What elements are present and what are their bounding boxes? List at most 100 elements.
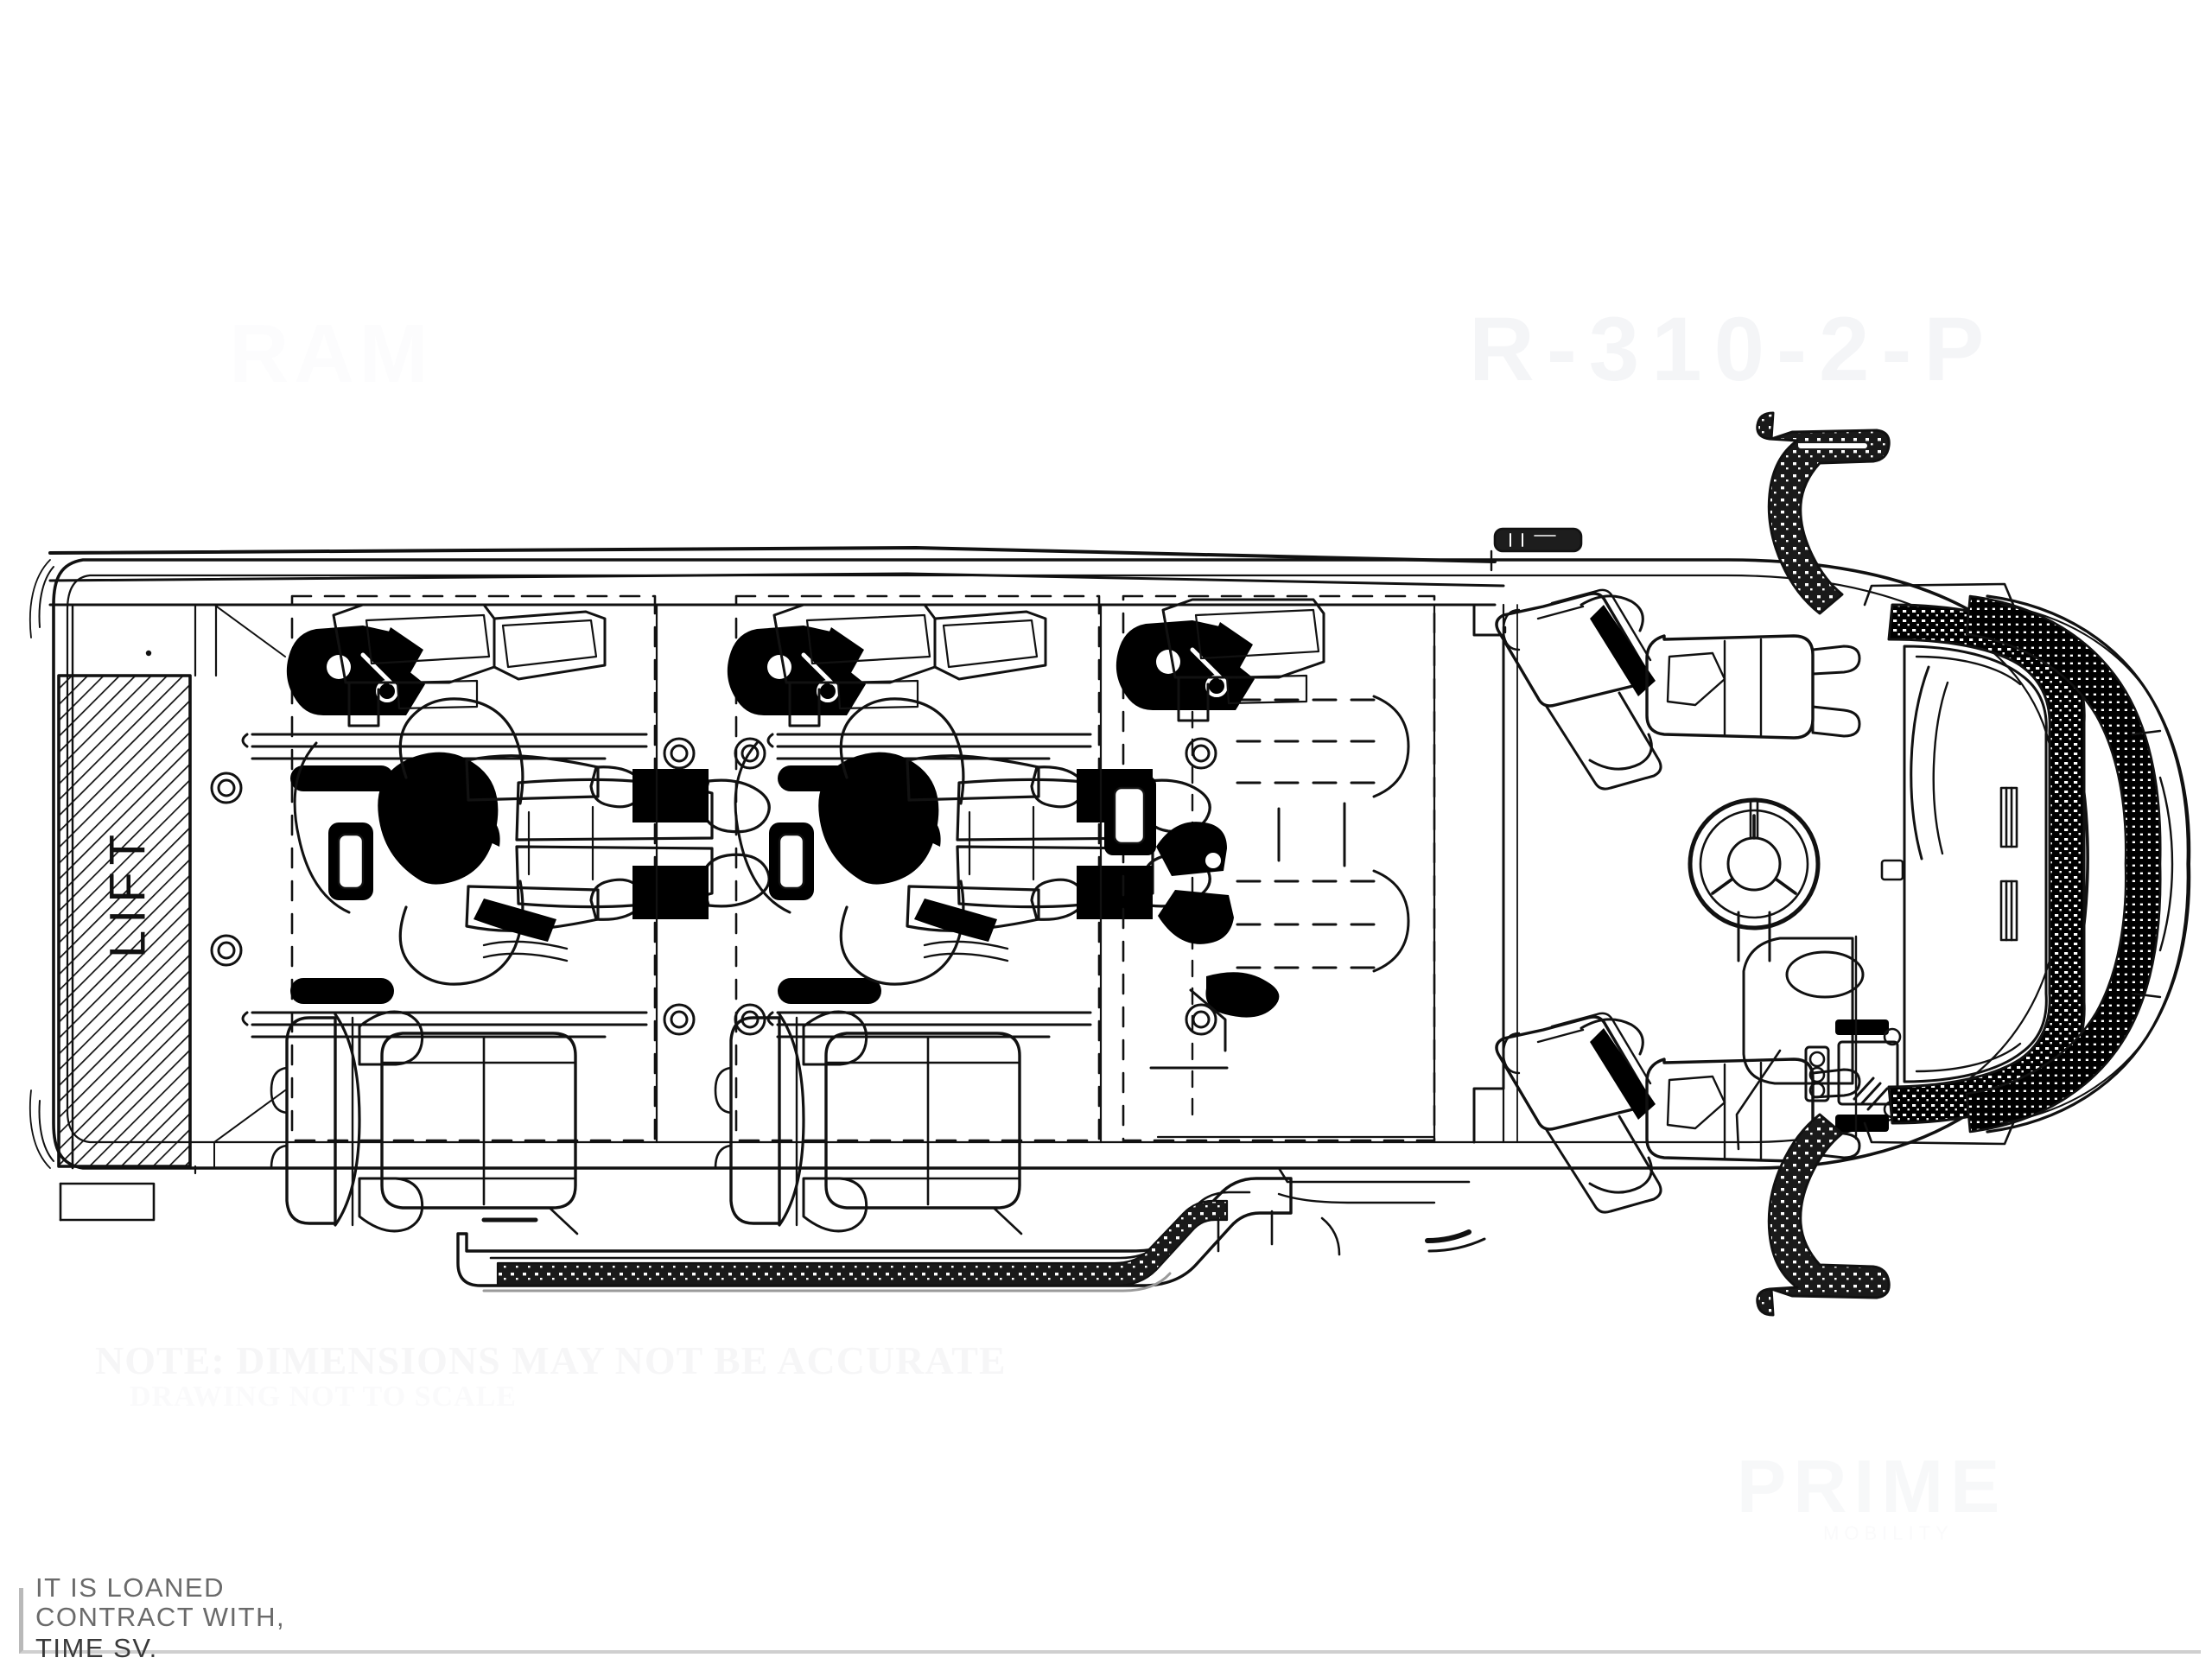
dash-panel	[1742, 937, 1854, 1085]
seat-back-contour-1	[334, 1013, 361, 1227]
wheelchair-footplate-bottom	[1077, 866, 1153, 919]
wheelchair-footplate-top	[632, 769, 709, 822]
corner-chamfer-rear-bottom	[213, 1089, 286, 1143]
front-bumper-edge	[2158, 776, 2174, 952]
caster-detail	[923, 940, 1009, 962]
strap-hardware-lower	[1158, 890, 1234, 944]
tie-down-anchor	[210, 772, 243, 804]
wheelchair-position-3	[1104, 594, 1436, 1142]
steering-hub	[1726, 836, 1782, 892]
roof-vent	[1490, 527, 1583, 572]
footrest-stub	[1205, 972, 1280, 1018]
passenger-seat-lower	[1545, 691, 1662, 791]
wheelchair-frame-empty	[1161, 598, 1325, 722]
retractor-hub-upper	[767, 655, 791, 679]
center-stack	[1804, 1019, 1902, 1132]
title-block: IT IS LOANED CONTRACT WITH, TIME SV.	[19, 1572, 2201, 1663]
front-passenger-seat	[1495, 588, 1861, 791]
rear-passenger-seat-2	[714, 1010, 1023, 1235]
running-board-bracket	[1217, 1210, 1341, 1256]
seat-back-1	[285, 1016, 337, 1225]
securement-retractor-upper	[727, 626, 866, 715]
mirror-arm-lower	[1756, 1113, 1891, 1317]
wheelchair-armrest-inner	[337, 833, 365, 890]
lift-label: LIFT	[99, 827, 156, 959]
wiper-arm-2	[1932, 681, 1949, 855]
running-board-shadow	[482, 1272, 1172, 1292]
driver-seat	[1495, 1012, 1861, 1214]
wheelchair-frame	[772, 603, 1047, 727]
retractor-detail-upper	[801, 652, 834, 685]
seat-cushion-2	[824, 1032, 1021, 1210]
rocker-accent	[1425, 1229, 1471, 1243]
running-board-inner-edge	[489, 1191, 1251, 1260]
mirror-upper	[1756, 411, 1891, 615]
mirror-lower	[1756, 1113, 1891, 1317]
seat-cushion-1	[380, 1032, 577, 1210]
cabin-partition	[1472, 603, 1505, 1144]
gauge-cluster	[1785, 950, 1865, 999]
wiper-arm-1	[1910, 665, 1930, 861]
steering-wheel	[1688, 797, 1821, 930]
rear-cap-curve-outer	[29, 559, 51, 1169]
seat-leg-2	[992, 1206, 1023, 1235]
grille-slots	[1999, 786, 2018, 942]
mirror-arm-upper	[1756, 411, 1891, 615]
occupant-person-1	[378, 697, 771, 986]
retractor-strap-rear-top	[290, 765, 394, 791]
fender-marker	[1880, 859, 1904, 881]
hood-crease-marks	[1853, 1077, 1889, 1111]
rear-cap-curve	[38, 566, 54, 1162]
windshield-frame-stipple	[1887, 603, 2086, 1125]
rear-passenger-seat-1	[270, 1010, 579, 1235]
title-block-line3: TIME SV.	[35, 1633, 158, 1663]
tie-down-anchor	[734, 1003, 766, 1036]
retractor-hub-upper	[327, 655, 351, 679]
empty-chair-outline	[1277, 695, 1410, 973]
title-block-line2: CONTRACT WITH,	[35, 1602, 286, 1632]
hood-shading	[1965, 594, 2162, 1134]
passenger-seat-shadow	[1590, 605, 1656, 696]
front-securement-straps	[474, 899, 556, 942]
tie-down-anchor	[210, 934, 243, 967]
hvac-vent-lower	[1835, 1115, 1889, 1132]
tie-down-anchor	[663, 1003, 696, 1036]
roof-edge-lower	[48, 572, 1505, 587]
front-fascia-outline	[1986, 594, 2190, 1134]
hood-stipple-band	[1965, 594, 2162, 1134]
retractor-detail-upper	[360, 652, 393, 685]
seat-back-2	[729, 1016, 781, 1225]
tie-down-anchor	[663, 737, 696, 770]
wheelchair-frame	[332, 603, 607, 727]
front-securement-straps	[914, 899, 997, 942]
chair-base-lines	[1149, 988, 1229, 1070]
retractor-strap-rear-bottom	[778, 978, 881, 1004]
wheelchair-footplate-bottom	[632, 866, 709, 919]
hvac-vent-upper	[1835, 1019, 1889, 1035]
headrest-2b	[802, 1177, 868, 1233]
running-board	[456, 1177, 1341, 1292]
switch-bank	[1804, 1045, 1830, 1102]
a-pillar-top	[1863, 582, 2015, 607]
rocker-panel-detail	[1277, 1192, 1436, 1204]
passenger-seat-front-edge	[1811, 645, 1861, 676]
headrest-1b	[358, 1177, 424, 1233]
wheelchair-position-1	[241, 594, 771, 1142]
steering-column	[1737, 911, 1771, 962]
running-board-tread	[496, 1199, 1229, 1287]
front-fascia-outline-inner	[2000, 604, 2191, 1124]
wheelchair-position-2	[727, 594, 1211, 1142]
securement-retractor-upper	[1116, 620, 1255, 710]
passenger-headrest	[1580, 594, 1653, 771]
detail-dot	[145, 650, 152, 657]
driver-seat-shadow	[1590, 1028, 1656, 1120]
caster-detail	[482, 940, 569, 962]
seat-leg-1	[548, 1206, 579, 1235]
dash-lower-edge	[1735, 1049, 1782, 1151]
windshield-cowl	[1887, 603, 2086, 1125]
interior-detail-lines	[214, 603, 1436, 1144]
securement-retractor-upper	[286, 626, 425, 715]
passenger-seat-cushion	[1645, 634, 1815, 740]
wheelchair-armrest-inner	[778, 833, 805, 890]
